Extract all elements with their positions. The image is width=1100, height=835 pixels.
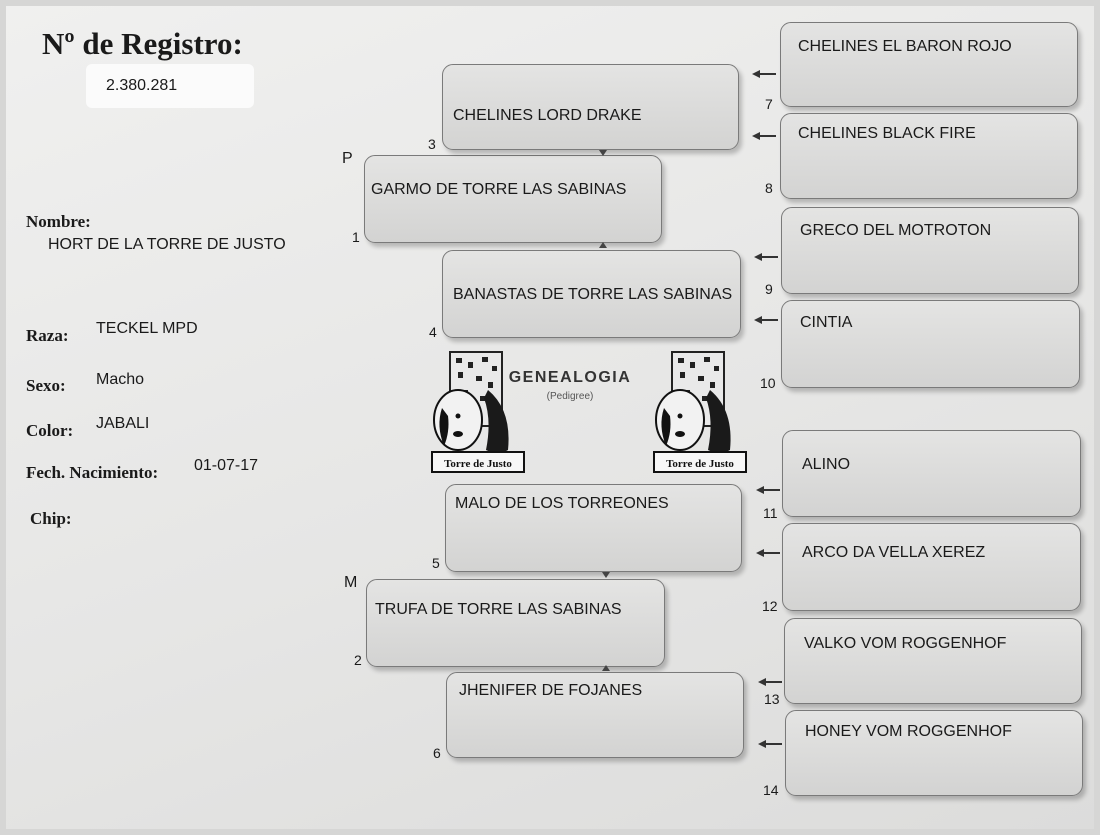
pedigree-number-5: 5 [432, 555, 440, 571]
pedigree-number-9: 9 [765, 281, 773, 297]
pedigree-box-11 [782, 430, 1081, 517]
pedigree-number-10: 10 [760, 375, 776, 391]
arrow-left-icon [754, 316, 778, 324]
genealogia-title: GENEALOGIA [509, 369, 632, 386]
pedigree-name-2: TRUFA DE TORRE LAS SABINAS [375, 601, 622, 618]
connector-down-icon [602, 572, 610, 578]
sexo-value: Macho [96, 371, 145, 388]
pedigree-box-10 [781, 300, 1080, 388]
pedigree-name-11: ALINO [802, 456, 851, 473]
arrow-left-icon [756, 549, 780, 557]
pedigree-number-13: 13 [764, 691, 780, 707]
tower-dog-right-icon [653, 351, 747, 473]
connector-up-icon [602, 665, 610, 671]
logo-badge-left: Torre de Justo [444, 458, 512, 470]
fecha-nacimiento-label: Fech. Nacimiento: [26, 463, 159, 482]
arrow-left-icon [758, 740, 782, 748]
pedigree-box-8 [780, 113, 1078, 199]
logo-badge-right: Torre de Justo [666, 458, 734, 470]
pedigree-name-10: CINTIA [800, 314, 853, 331]
chip-label: Chip: [30, 509, 72, 528]
pedigree-name-9: GRECO DEL MOTROTON [800, 222, 992, 239]
pedigree-box-7 [780, 22, 1078, 107]
pedigree-number-12: 12 [762, 598, 778, 614]
fecha-nacimiento-value: 01-07-17 [194, 457, 259, 474]
pedigree-box-6 [446, 672, 744, 758]
sire-marker: P [342, 150, 353, 167]
pedigree-number-2: 2 [354, 652, 362, 668]
nombre-label: Nombre: [26, 212, 91, 231]
pedigree-box-12 [782, 523, 1081, 611]
raza-label: Raza: [26, 326, 69, 345]
pedigree-name-4: BANASTAS DE TORRE LAS SABINAS [453, 286, 733, 303]
pedigree-name-14: HONEY VOM ROGGENHOF [805, 723, 1012, 740]
arrow-left-icon [756, 486, 780, 494]
pedigree-name-8: CHELINES BLACK FIRE [798, 125, 976, 142]
color-value: JABALI [96, 415, 150, 432]
pedigree-box-1 [364, 155, 662, 243]
pedigree-name-3: CHELINES LORD DRAKE [453, 107, 642, 124]
pedigree-box-9 [781, 207, 1079, 294]
pedigree-box-2 [366, 579, 665, 667]
pedigree-name-13: VALKO VOM ROGGENHOF [804, 635, 1007, 652]
pedigree-name-1: GARMO DE TORRE LAS SABINAS [371, 181, 627, 198]
tower-dog-left-icon [431, 351, 525, 473]
pedigree-name-7: CHELINES EL BARON ROJO [798, 38, 1012, 55]
pedigree-number-1: 1 [352, 229, 360, 245]
raza-value: TECKEL MPD [96, 320, 198, 337]
registration-number-box [86, 64, 254, 108]
pedigree-number-8: 8 [765, 180, 773, 196]
pedigree-box-5 [445, 484, 742, 572]
pedigree-name-5: MALO DE LOS TORREONES [455, 495, 669, 512]
pedigree-name-12: ARCO DA VELLA XEREZ [802, 544, 986, 561]
registration-title: Nº de Registro: [42, 26, 243, 61]
arrow-left-icon [752, 132, 776, 140]
pedigree-number-14: 14 [763, 782, 779, 798]
nombre-value: HORT DE LA TORRE DE JUSTO [48, 236, 286, 253]
registration-number: 2.380.281 [106, 77, 178, 94]
arrow-left-icon [752, 70, 776, 78]
arrow-left-icon [758, 678, 782, 686]
sexo-label: Sexo: [26, 376, 66, 395]
pedigree-number-4: 4 [429, 324, 437, 340]
pedigree-number-11: 11 [763, 505, 778, 521]
pedigree-box-3 [442, 64, 739, 150]
pedigree-box-4 [442, 250, 741, 338]
pedigree-number-7: 7 [765, 96, 773, 112]
pedigree-box-14 [785, 710, 1083, 796]
pedigree-number-3: 3 [428, 136, 436, 152]
color-label: Color: [26, 421, 74, 440]
pedigree-number-6: 6 [433, 745, 441, 761]
pedigree-box-13 [784, 618, 1082, 704]
pedigree-name-6: JHENIFER DE FOJANES [459, 682, 643, 699]
arrow-left-icon [754, 253, 778, 261]
genealogia-subtitle: (Pedigree) [547, 391, 594, 402]
dam-marker: M [344, 574, 358, 591]
genealogia-logo: Torre de Justo GENEALOGIA (Pedigree) Tor… [431, 351, 747, 473]
connector-up-icon [599, 242, 607, 248]
connector-down-icon [599, 150, 607, 156]
